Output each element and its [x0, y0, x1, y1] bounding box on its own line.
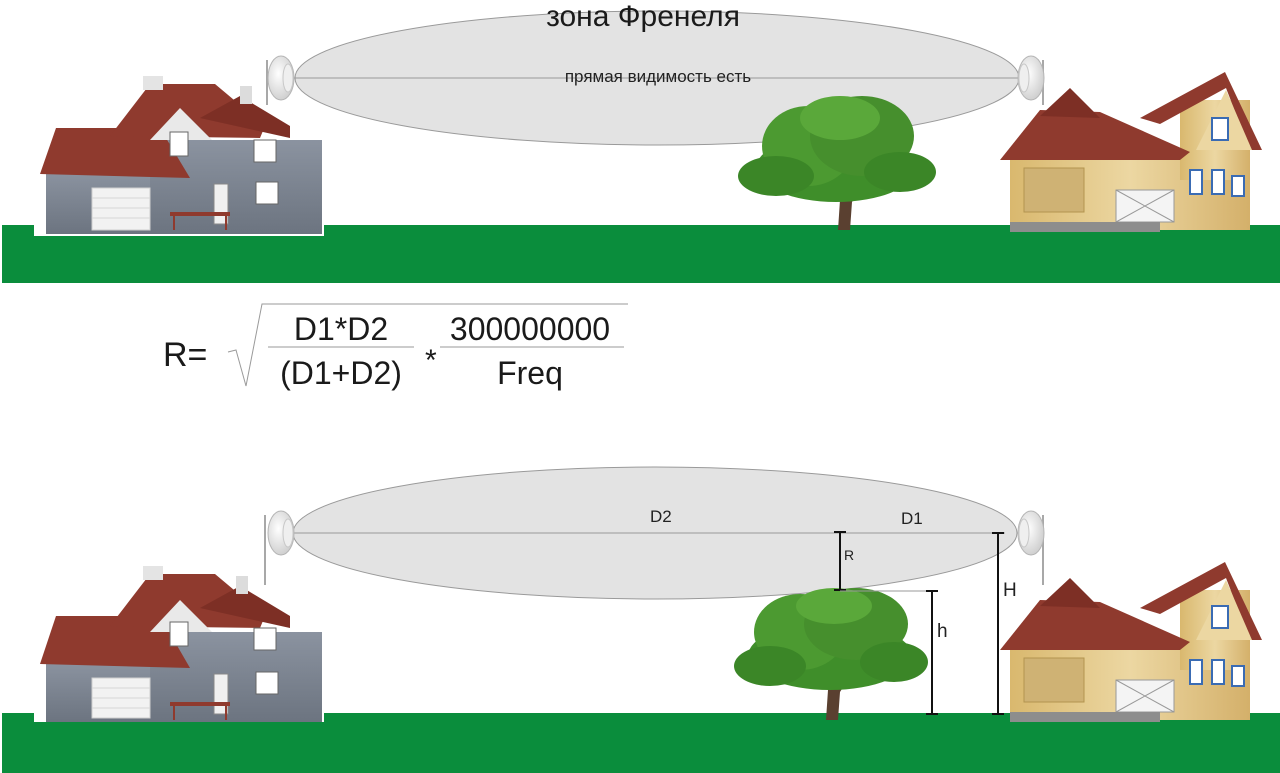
formula-lhs: R=: [163, 336, 207, 374]
formula-num2: 300000000: [450, 311, 610, 347]
ground-strip: [2, 713, 1280, 773]
dimension-H: [992, 532, 1004, 715]
tree-icon: [734, 588, 928, 720]
house-left-icon: [34, 566, 324, 722]
formula-den1: (D1+D2): [280, 355, 402, 391]
antenna-dish-icon: [266, 55, 295, 105]
dimension-h: [926, 590, 938, 715]
sqrt-sign: [227, 303, 628, 387]
top-scene: зона Френеля прямая видимость есть: [2, 0, 1280, 283]
fresnel-formula: R= D1*D2 (D1+D2) * 300000000 Freq: [163, 303, 628, 391]
formula-num1: D1*D2: [294, 311, 388, 347]
house-right-icon: [1000, 562, 1262, 722]
formula-den2: Freq: [497, 355, 563, 391]
house-right-icon: [1000, 72, 1262, 232]
antenna-dish-icon: [1017, 55, 1045, 105]
dimension-r: [834, 531, 846, 591]
antenna-dish-icon: [264, 510, 295, 585]
tree-icon: [738, 96, 936, 230]
title: зона Френеля: [546, 0, 740, 33]
antenna-dish-icon: [1017, 510, 1045, 585]
label-h: h: [937, 621, 948, 642]
label-d2: D2: [650, 507, 672, 526]
label-r: R: [844, 547, 854, 563]
label-H: H: [1003, 580, 1017, 601]
formula-op: *: [425, 344, 437, 377]
label-d1: D1: [901, 509, 923, 528]
house-left-icon: [34, 76, 324, 236]
bottom-scene: D2 D1 R h H: [2, 466, 1280, 773]
los-label: прямая видимость есть: [565, 67, 751, 86]
